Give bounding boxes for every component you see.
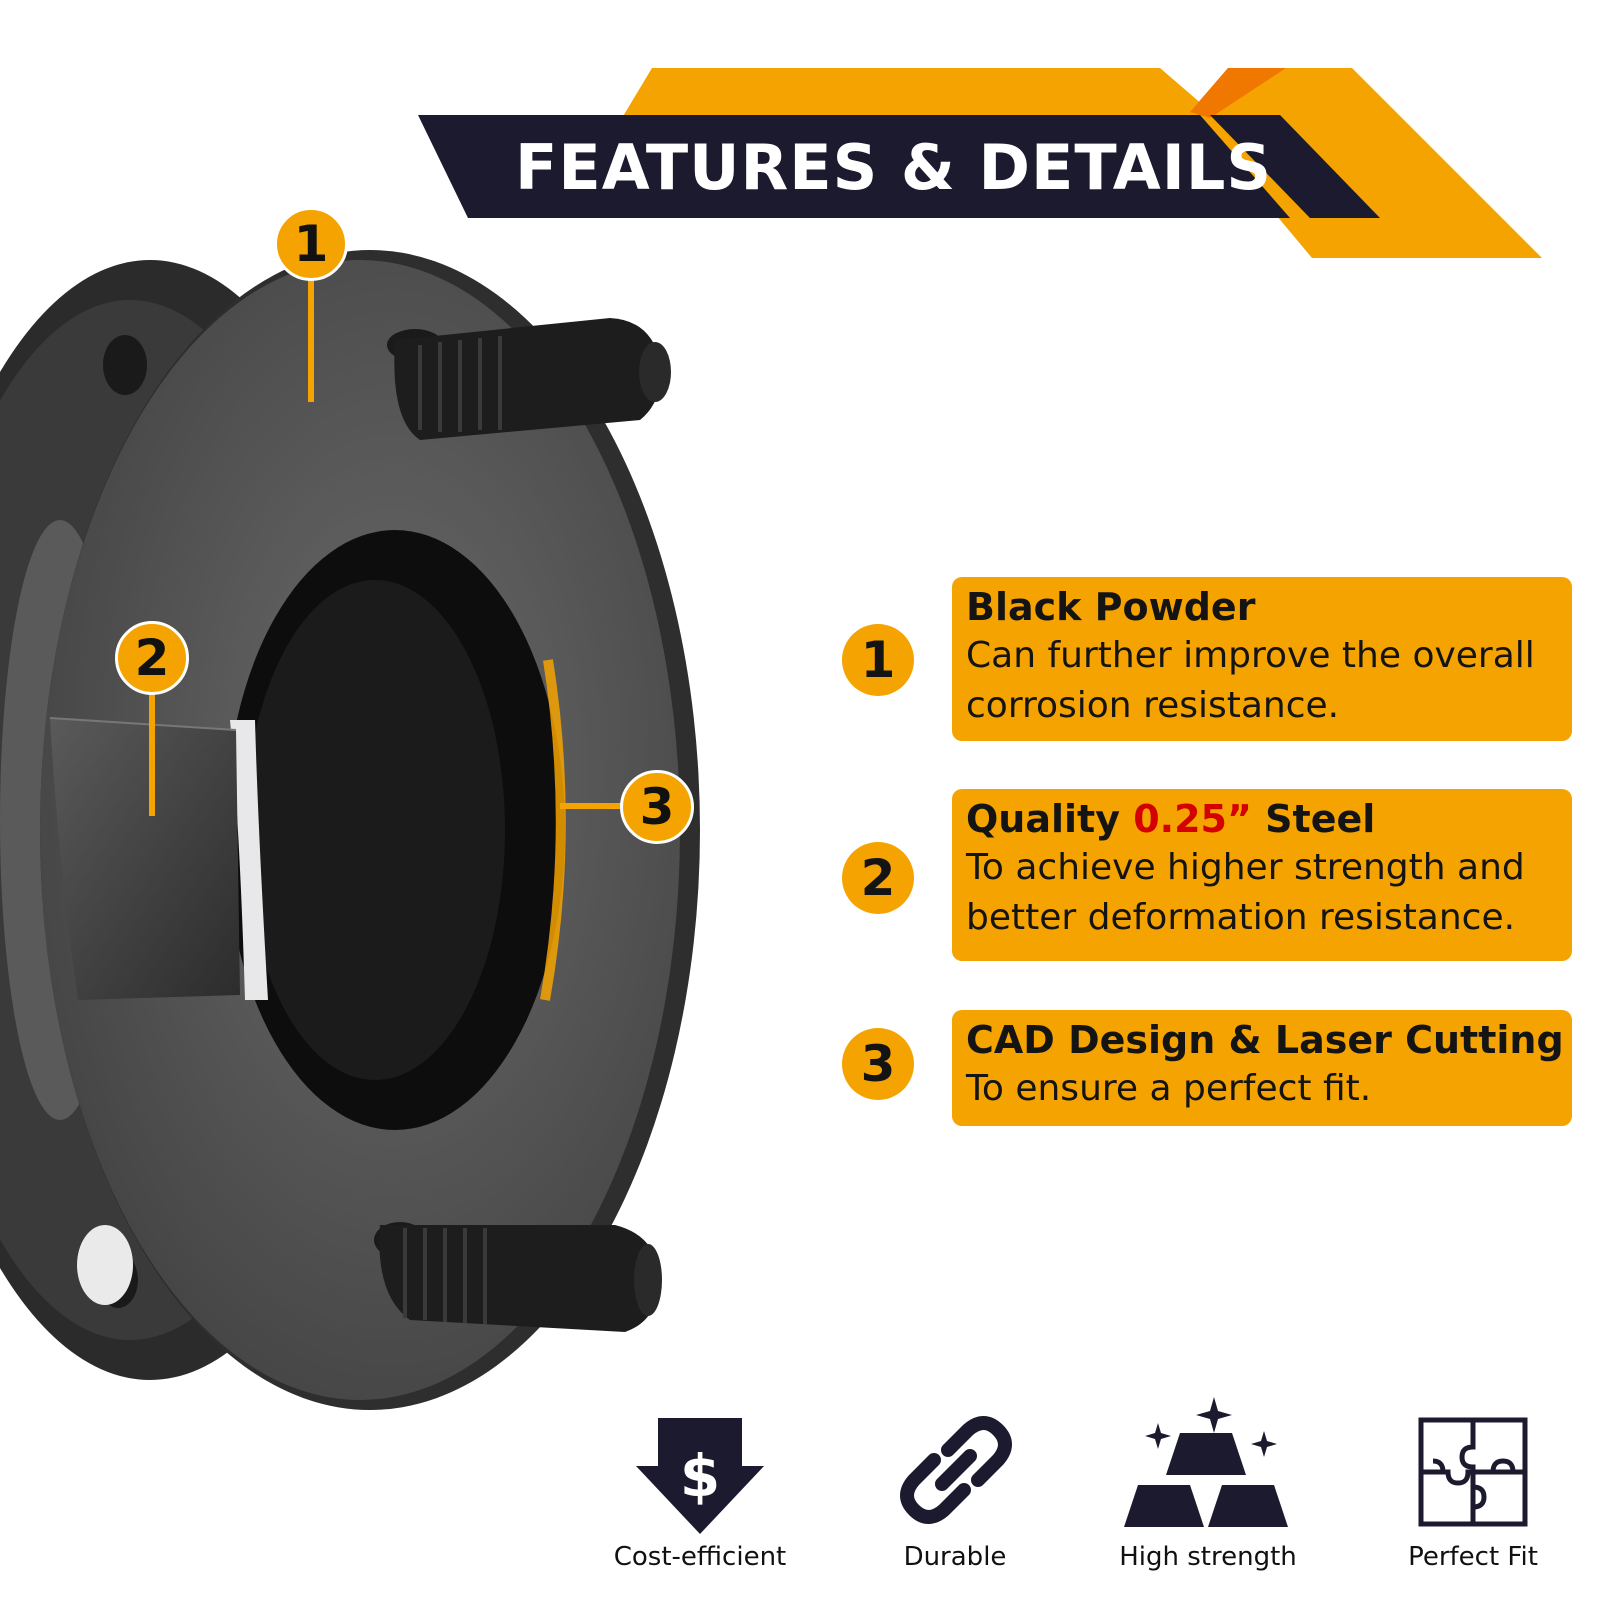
chain-link-icon	[900, 1416, 1012, 1524]
badge-label-perfect-fit: Perfect Fit	[1408, 1542, 1538, 1572]
front-plate	[40, 250, 700, 1410]
feature-card-2: Quality 0.25” Steel To achieve higher st…	[952, 789, 1572, 961]
page-title: FEATURES & DETAILS	[515, 131, 1273, 204]
feature-2-desc-line-1: To achieve higher strength and	[966, 847, 1525, 888]
top-stud	[387, 318, 671, 440]
dollar-arrow-icon: $	[636, 1418, 764, 1534]
marker-1: 1	[274, 207, 348, 281]
feature-2-number: 2	[842, 842, 914, 914]
feature-card-1: Black Powder Can further improve the ove…	[952, 577, 1572, 741]
feature-2-title: Quality 0.25” Steel	[966, 795, 1558, 843]
puzzle-icon	[1418, 1417, 1528, 1527]
feature-2-title-accent: 0.25”	[1133, 797, 1252, 841]
feature-1-desc-line-1: Can further improve the overall	[966, 635, 1535, 676]
marker-2: 2	[115, 621, 189, 695]
feature-1-title: Black Powder	[966, 585, 1256, 629]
feature-1-desc-line-2: corrosion resistance.	[966, 685, 1340, 726]
leader-lines	[149, 270, 628, 816]
feature-2-title-prefix: Quality	[966, 797, 1134, 841]
svg-text:$: $	[680, 1442, 720, 1510]
feature-3-desc-line-1: To ensure a perfect fit.	[966, 1068, 1372, 1109]
feature-card-3: CAD Design & Laser Cutting To ensure a p…	[952, 1010, 1572, 1126]
feature-3-title: CAD Design & Laser Cutting	[966, 1018, 1564, 1062]
badge-label-durable: Durable	[903, 1542, 1007, 1572]
badge-label-high-strength: High strength	[1119, 1542, 1297, 1572]
bottom-stud	[374, 1222, 662, 1332]
feature-3-number: 3	[842, 1028, 914, 1100]
feature-1-number: 1	[842, 624, 914, 696]
banner-background	[418, 68, 1542, 258]
gold-bars-icon	[1124, 1397, 1288, 1527]
feature-2-desc-line-2: better deformation resistance.	[966, 897, 1516, 938]
feature-2-title-suffix: Steel	[1251, 797, 1376, 841]
marker-3: 3	[620, 770, 694, 844]
badge-label-cost-efficient: Cost-efficient	[613, 1542, 787, 1572]
